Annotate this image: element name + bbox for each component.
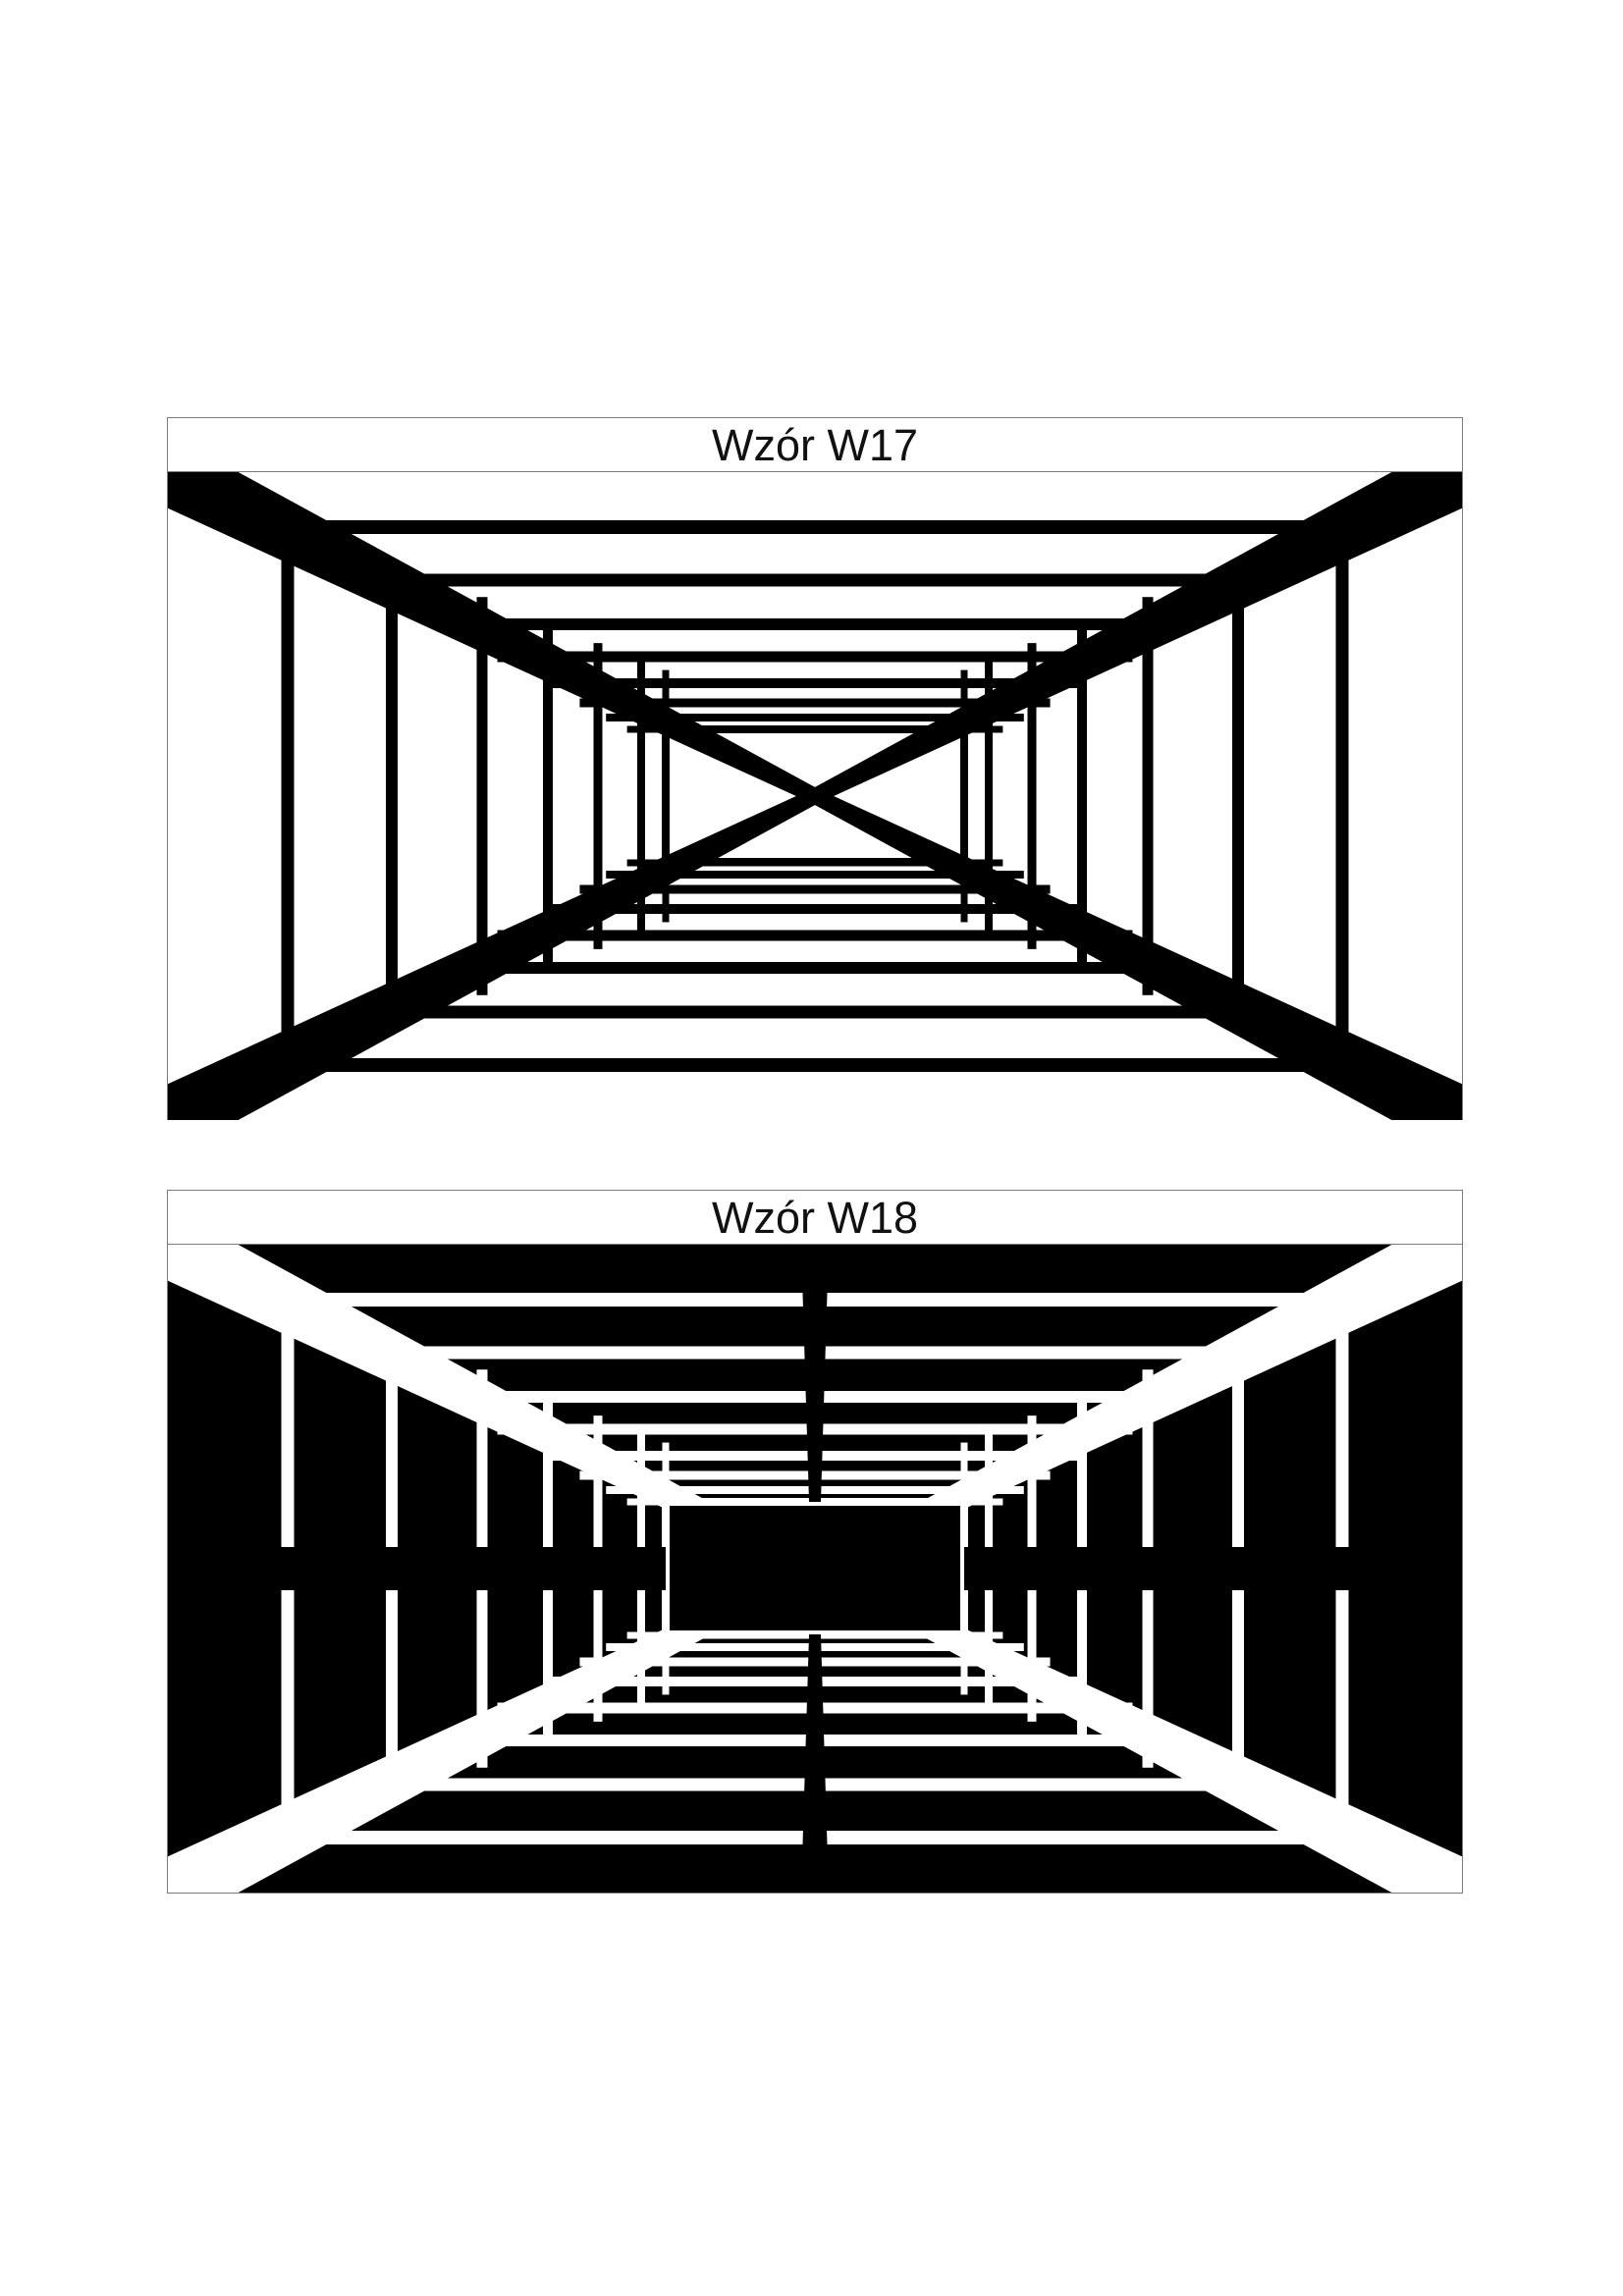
left-wall-bar [281,519,295,1073]
floor-bar [439,962,1191,974]
pattern-title: Wzór W17 [168,418,1462,472]
pattern-w17-panel: Wzór W17 [167,417,1463,1120]
right-wall-bar [1077,622,1087,970]
ceiling-bar [544,678,1086,688]
left-wall-bar [593,643,603,949]
ceiling-bar [265,520,1365,534]
pattern-title: Wzór W18 [168,1191,1462,1245]
center-spine-bottom [801,1634,829,1893]
mid-band-left [168,1547,666,1590]
floor-bar [579,884,1051,894]
ceiling-bar [360,573,1270,587]
right-wall-bar [1335,519,1349,1073]
ceiling-bar [606,714,1024,721]
ceiling-bar [579,698,1051,708]
mid-band-right [964,1547,1462,1590]
ceiling-bar [439,618,1191,630]
right-wall-bar [1232,561,1244,1032]
ceiling-bar [497,651,1133,663]
floor-bar [360,1005,1270,1019]
right-wall-bar [1027,643,1037,949]
right-wall-bar [1142,597,1154,995]
inner-opening [670,1506,960,1630]
tunnel-illusion-w17 [168,472,1462,1120]
left-wall-bar [637,660,645,933]
right-wall-bar [985,660,993,933]
floor-bar [606,871,1024,879]
pattern-w18-panel: Wzór W18 [167,1190,1463,1894]
floor-bar [265,1058,1365,1072]
left-wall-bar [476,597,488,995]
tunnel-illusion-w18 [168,1245,1462,1893]
center-spine-top [801,1245,829,1502]
left-wall-bar [543,622,553,970]
floor-bar [497,930,1133,941]
inner-rectangle [662,725,968,866]
floor-bar [544,904,1086,914]
left-wall-bar [386,561,398,1032]
